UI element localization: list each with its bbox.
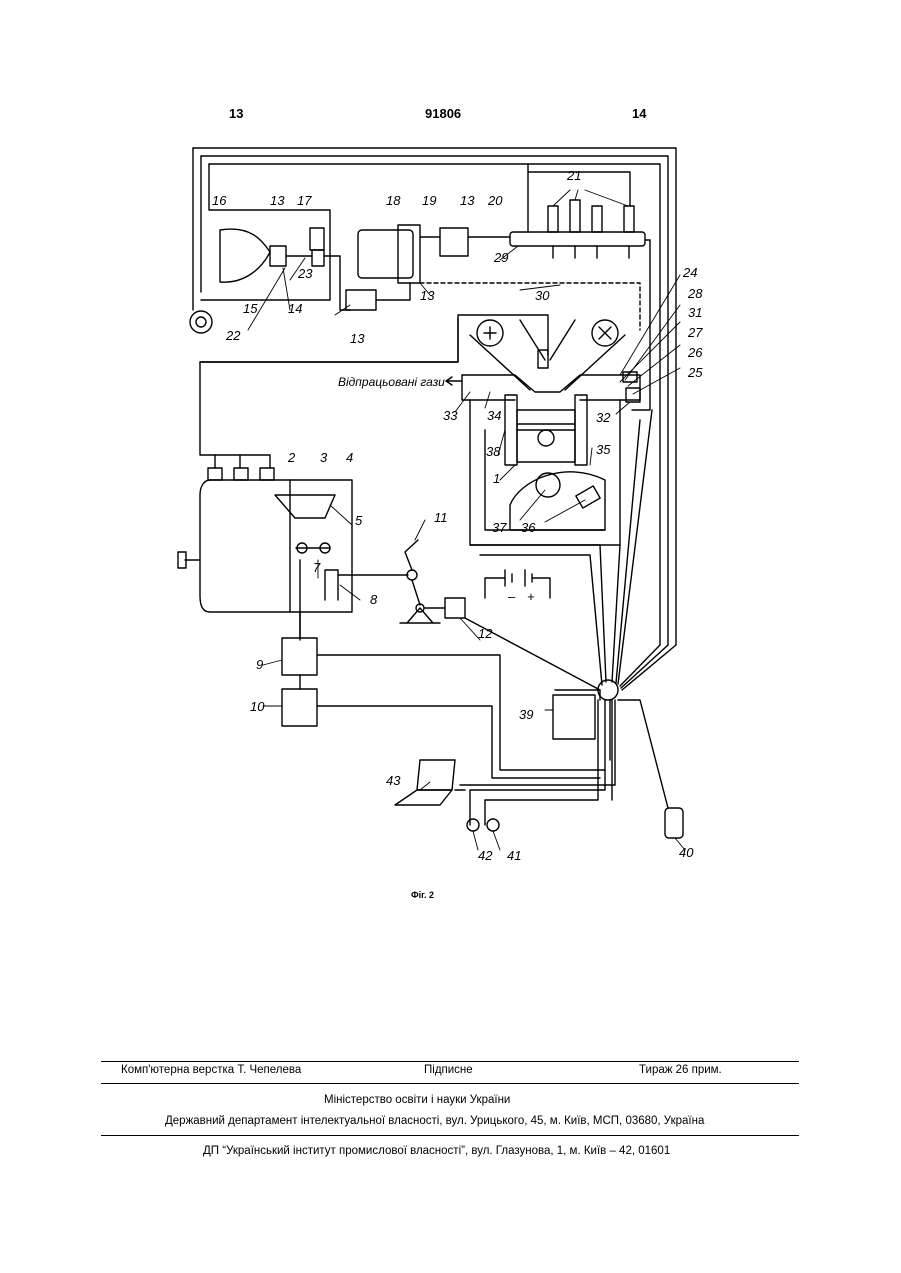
accelerator-pedal bbox=[400, 540, 465, 623]
ref-label: 13 bbox=[350, 331, 365, 346]
ref-label: 22 bbox=[225, 328, 241, 343]
battery-minus-label: – bbox=[507, 589, 516, 604]
ref-label: 21 bbox=[566, 168, 581, 183]
ref-label: 13 bbox=[420, 288, 435, 303]
ref-label: 43 bbox=[386, 773, 401, 788]
ref-label: 10 bbox=[250, 699, 265, 714]
department-line: Державний департамент інтелектуальної вл… bbox=[165, 1115, 704, 1127]
reducer-18 bbox=[346, 225, 420, 310]
ref-label: 37 bbox=[492, 520, 507, 535]
ref-label: 38 bbox=[486, 444, 501, 459]
ref-label: 23 bbox=[297, 266, 313, 281]
lamp-41 bbox=[487, 819, 499, 831]
footer-rule-top bbox=[101, 1061, 799, 1062]
ref-label: 41 bbox=[507, 848, 521, 863]
footer-rule-bottom bbox=[101, 1135, 799, 1136]
ref-label: 33 bbox=[443, 408, 458, 423]
subscription-note: Підписне bbox=[424, 1064, 473, 1076]
ref-label: 1 bbox=[493, 471, 500, 486]
ref-label: 29 bbox=[493, 250, 508, 265]
exhaust-gases-label: Відпрацьовані гази bbox=[338, 375, 445, 389]
top-wiring-bundle bbox=[193, 148, 676, 645]
switch-40 bbox=[665, 808, 683, 838]
ref-label: 18 bbox=[386, 193, 401, 208]
filter-22 bbox=[190, 311, 212, 333]
ref-label: 8 bbox=[370, 592, 378, 607]
ref-label: 17 bbox=[297, 193, 312, 208]
ref-label: 26 bbox=[687, 345, 703, 360]
ref-label: 7 bbox=[313, 560, 321, 575]
circulation-note: Тираж 26 прим. bbox=[639, 1064, 722, 1076]
ref-label: 27 bbox=[687, 325, 703, 340]
ref-label: 13 bbox=[460, 193, 475, 208]
footer-rule-middle bbox=[101, 1083, 799, 1084]
ref-label: 28 bbox=[687, 286, 703, 301]
ref-label: 16 bbox=[212, 193, 227, 208]
battery-plus-label: + bbox=[527, 589, 535, 604]
ref-label: 35 bbox=[596, 442, 611, 457]
ref-label: 11 bbox=[434, 510, 448, 525]
lamp-42 bbox=[467, 819, 479, 831]
ref-label: 19 bbox=[422, 193, 436, 208]
ref-label: 31 bbox=[688, 305, 702, 320]
ref-label: 25 bbox=[687, 365, 703, 380]
ref-label: 15 bbox=[243, 301, 258, 316]
ref-label: 13 bbox=[270, 193, 285, 208]
vacuum-line-30 bbox=[420, 283, 640, 330]
ref-label: 40 bbox=[679, 845, 694, 860]
fuel-tank-assembly bbox=[178, 468, 408, 640]
reference-labels: 1 2 3 4 5 7 8 9 10 11 12 13 13 13 13 14 … bbox=[212, 168, 703, 863]
ref-label: 12 bbox=[478, 626, 493, 641]
ref-label: 42 bbox=[478, 848, 493, 863]
ref-label: 32 bbox=[596, 410, 611, 425]
typesetting-credit: Комп'ютерна верстка Т. Чепелева bbox=[121, 1064, 301, 1076]
ref-label: 34 bbox=[487, 408, 501, 423]
figure-caption: Фіг. 2 bbox=[411, 890, 434, 900]
exhaust-arrow bbox=[446, 377, 462, 385]
ref-label: 3 bbox=[320, 450, 328, 465]
institute-line: ДП “Український інститут промислової вла… bbox=[203, 1145, 670, 1157]
ref-label: 9 bbox=[256, 657, 263, 672]
ref-label: 20 bbox=[487, 193, 503, 208]
ref-label: 24 bbox=[682, 265, 697, 280]
ref-label: 4 bbox=[346, 450, 353, 465]
ref-label: 2 bbox=[287, 450, 296, 465]
battery bbox=[485, 570, 550, 598]
ref-label: 14 bbox=[288, 301, 302, 316]
ref-label: 39 bbox=[519, 707, 533, 722]
ref-label: 36 bbox=[521, 520, 536, 535]
ref-label: 5 bbox=[355, 513, 363, 528]
ref-label: 30 bbox=[535, 288, 550, 303]
ministry-line: Міністерство освіти і науки України bbox=[324, 1094, 510, 1106]
